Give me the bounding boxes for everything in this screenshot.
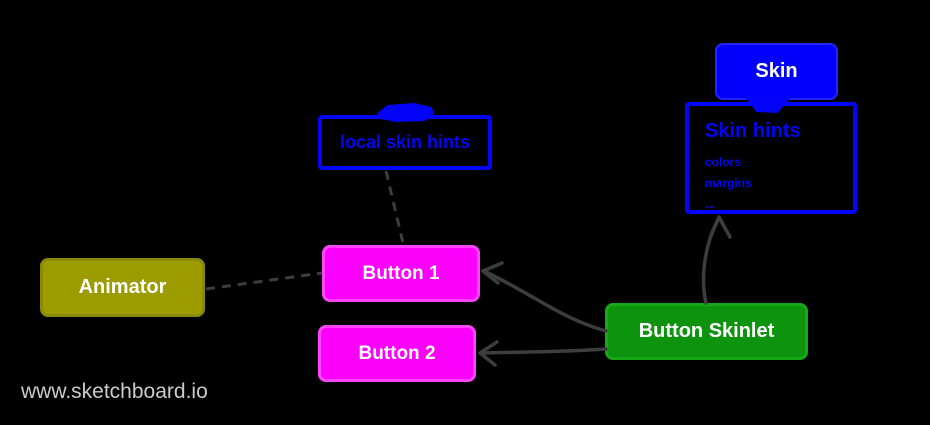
edge-local-skin-hints-button1 (384, 170, 405, 244)
node-animator-label: Animator (78, 276, 167, 298)
node-button2[interactable]: Button 2 (318, 325, 476, 382)
node-button2-label: Button 2 (358, 342, 436, 364)
node-button1[interactable]: Button 1 (322, 245, 480, 302)
node-animator[interactable]: Animator (40, 258, 205, 317)
node-button1-label: Button 1 (362, 262, 440, 284)
edge-animator-button1 (205, 271, 323, 291)
arrowhead-button2 (478, 340, 499, 367)
node-skin-hints[interactable]: Skin hints colors margins ... (685, 102, 857, 214)
edge-button-skinlet-button1 (482, 269, 608, 333)
arrowhead-button1 (481, 261, 504, 285)
node-skin[interactable]: Skin (715, 43, 838, 100)
skin-hints-line: colors (705, 155, 742, 169)
edge-button-skinlet-button2 (479, 347, 608, 355)
node-skin-label: Skin (755, 60, 798, 82)
node-local-skin-hints[interactable]: local skin hints (318, 115, 492, 170)
sketchboard-watermark: www.sketchboard.io (21, 380, 208, 403)
node-button-skinlet[interactable]: Button Skinlet (605, 303, 808, 360)
skin-hints-line: ... (705, 197, 716, 211)
arrowhead-skin-hints (708, 215, 732, 240)
node-local-skin-hints-label: local skin hints (339, 132, 471, 152)
skin-hints-title: Skin hints (705, 120, 801, 142)
skin-hints-line: margins (705, 176, 752, 190)
node-button-skinlet-label: Button Skinlet (638, 320, 775, 342)
edge-button-skinlet-skin-hints (701, 216, 721, 305)
